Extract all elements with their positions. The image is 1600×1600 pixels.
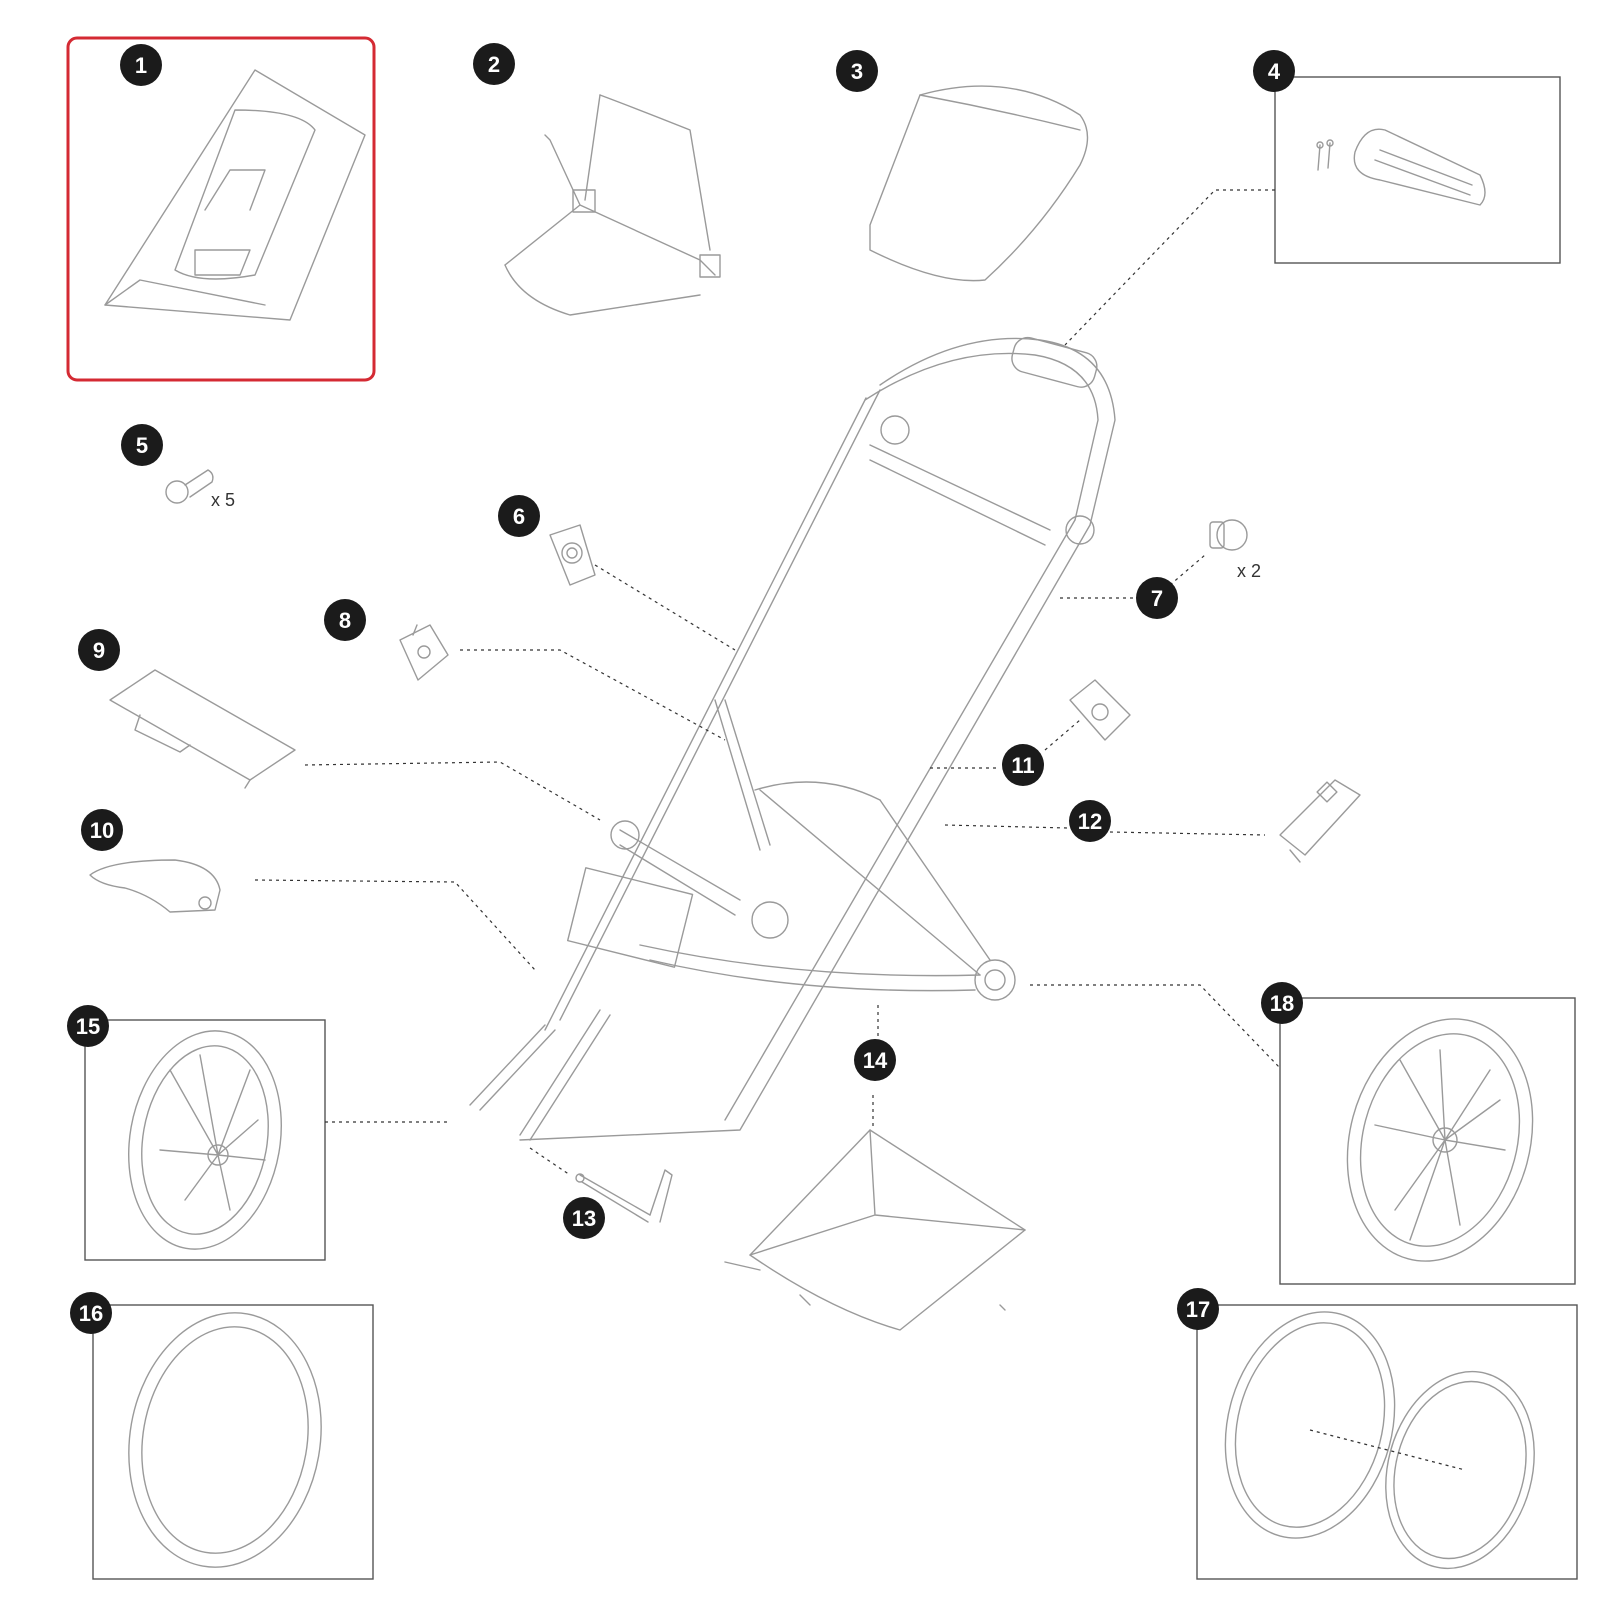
part-9-number: 9	[93, 638, 105, 663]
part-1-seat-drawing	[104, 69, 366, 321]
part-17-internal-leader	[1309, 1429, 1466, 1471]
stroller-frame	[469, 336, 1116, 1141]
part-10-badge[interactable]: 10	[81, 809, 123, 851]
leader-10	[254, 879, 536, 971]
part-10-cover-drawing	[89, 859, 221, 913]
part-4-handle-grip-drawing	[1316, 128, 1486, 206]
part-5-bolt-drawing	[165, 469, 214, 504]
part-8-number: 8	[339, 608, 351, 633]
part-1-number: 1	[135, 53, 147, 78]
leader-12	[944, 824, 1266, 836]
part-8-bracket-drawing	[399, 624, 449, 681]
part-14-badge[interactable]: 14	[854, 1039, 896, 1081]
part-13-number: 13	[572, 1206, 596, 1231]
part-5-quantity: x 5	[211, 490, 235, 510]
part-7-cap-drawing	[1209, 519, 1248, 551]
part-4-box	[1274, 76, 1561, 264]
part-13-pin-drawing	[575, 1169, 673, 1223]
part-18-badge[interactable]: 18	[1261, 982, 1303, 1024]
part-10-number: 10	[90, 818, 114, 843]
part-17-badge[interactable]: 17	[1177, 1288, 1219, 1330]
part-4-badge[interactable]: 4	[1253, 50, 1295, 92]
part-11-badge[interactable]: 11	[1002, 744, 1044, 786]
part-12-number: 12	[1078, 809, 1102, 834]
part-12-latch-drawing	[1279, 779, 1361, 863]
part-15-wheel-drawing	[128, 1030, 282, 1250]
part-9-footrest-drawing	[109, 669, 296, 789]
part-7-number: 7	[1151, 586, 1163, 611]
leader-13	[529, 1147, 571, 1176]
part-8-badge[interactable]: 8	[324, 599, 366, 641]
part-2-canopy-frame-drawing	[504, 94, 721, 316]
part-16-tire-drawing	[128, 1312, 322, 1568]
part-18-number: 18	[1270, 991, 1294, 1016]
part-3-number: 3	[851, 59, 863, 84]
part-3-canopy-drawing	[869, 85, 1089, 282]
part-15-badge[interactable]: 15	[67, 1005, 109, 1047]
part-15-box	[84, 1019, 326, 1261]
selected-part-highlight[interactable]	[66, 36, 376, 382]
part-1-badge[interactable]: 1	[120, 44, 162, 86]
part-16-badge[interactable]: 16	[70, 1292, 112, 1334]
part-16-box	[92, 1304, 374, 1580]
part-17-tire-tube-drawing	[1224, 1311, 1535, 1570]
part-18-box	[1279, 997, 1576, 1285]
part-14-number: 14	[863, 1048, 888, 1073]
part-12-badge[interactable]: 12	[1069, 800, 1111, 842]
part-17-number: 17	[1186, 1297, 1210, 1322]
part-3-badge[interactable]: 3	[836, 50, 878, 92]
leader-6	[594, 564, 736, 651]
part-2-number: 2	[488, 52, 500, 77]
leader-14	[872, 1005, 879, 1130]
part-18-wheel-drawing	[1346, 1018, 1534, 1262]
leader-7	[1060, 554, 1206, 599]
leader-9	[304, 761, 601, 821]
part-6-number: 6	[513, 504, 525, 529]
part-9-badge[interactable]: 9	[78, 629, 120, 671]
part-5-badge[interactable]: 5	[121, 424, 163, 466]
part-14-basket-drawing	[724, 1129, 1026, 1331]
part-7-quantity: x 2	[1237, 561, 1261, 581]
part-6-pivot-drawing	[549, 524, 596, 586]
part-11-number: 11	[1011, 753, 1034, 778]
part-17-box	[1196, 1304, 1578, 1580]
part-7-badge[interactable]: 7	[1136, 577, 1178, 619]
leader-8	[460, 649, 726, 741]
leader-11	[930, 719, 1081, 769]
part-6-badge[interactable]: 6	[498, 495, 540, 537]
part-15-number: 15	[76, 1014, 100, 1039]
part-11-plate-drawing	[1069, 679, 1131, 741]
leader-18	[1030, 984, 1281, 1069]
part-5-number: 5	[136, 433, 148, 458]
leader-4	[1064, 189, 1275, 346]
part-4-number: 4	[1268, 59, 1281, 84]
part-16-number: 16	[79, 1301, 103, 1326]
part-13-badge[interactable]: 13	[563, 1197, 605, 1239]
leader-lines	[254, 189, 1281, 1176]
part-2-badge[interactable]: 2	[473, 43, 515, 85]
